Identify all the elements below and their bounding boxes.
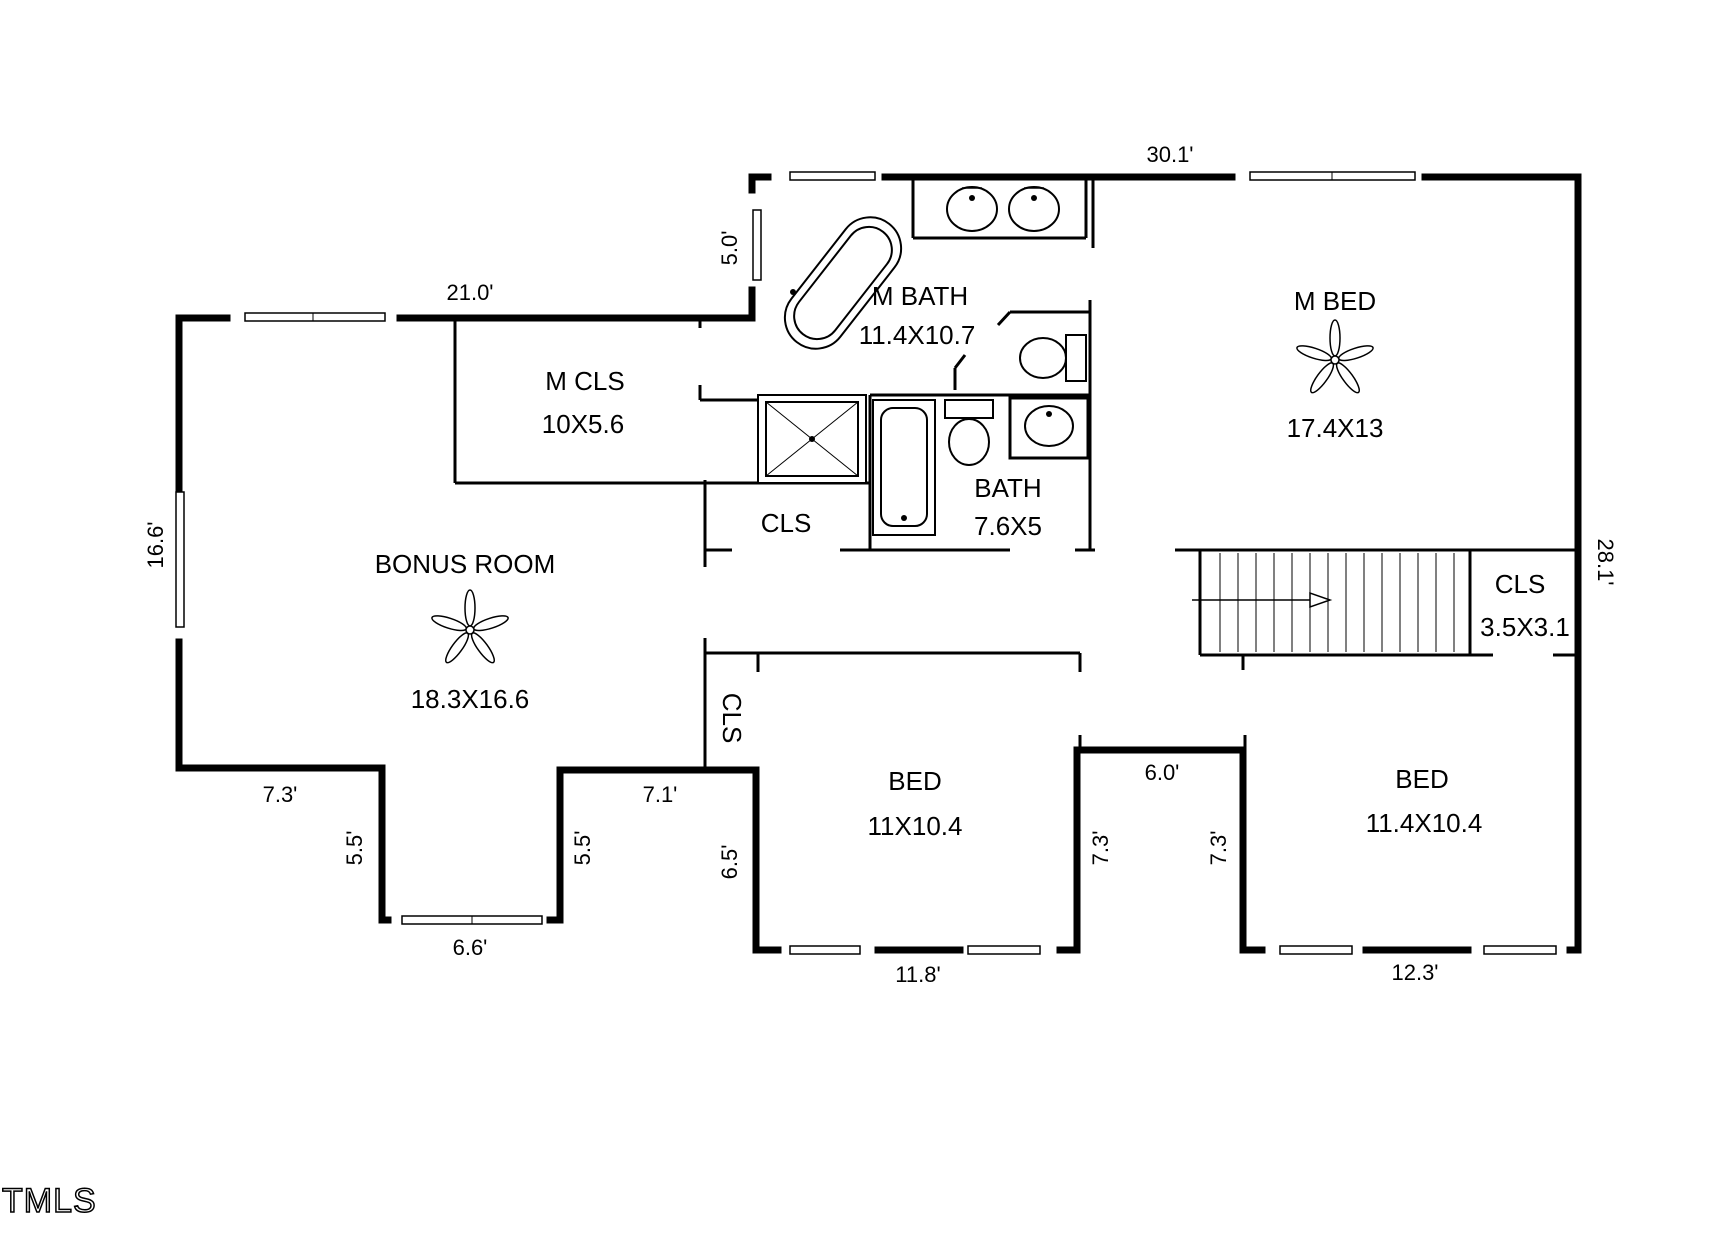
fan-blade <box>464 589 476 627</box>
dim-bath-wall: 5.0' <box>717 231 742 266</box>
toilet-master <box>1019 334 1087 382</box>
fan-blade <box>1329 319 1341 357</box>
room-name-bonus: BONUS ROOM <box>375 549 556 579</box>
fan-blade <box>472 615 509 632</box>
room-size-cls-stair: 3.5X3.1 <box>1480 612 1570 642</box>
fan-blade <box>470 632 496 664</box>
fan-blade <box>444 632 470 664</box>
dim-bonus-bottom-left: 7.3' <box>263 782 298 807</box>
fan-blade <box>1335 362 1361 394</box>
room-name-cls-stair: CLS <box>1495 569 1546 599</box>
exterior-walls <box>175 173 1582 954</box>
fan-blade <box>1337 345 1374 362</box>
double-vanity <box>946 186 1060 232</box>
room-name-bed-right: BED <box>1395 764 1448 794</box>
dim-bed-right-bottom: 12.3' <box>1391 960 1438 985</box>
shower <box>757 394 867 484</box>
dim-top-left: 21.0' <box>446 280 493 305</box>
fan-blade <box>1309 362 1335 394</box>
room-size-m-bath: 11.4X10.7 <box>859 320 976 350</box>
dim-bonus-notch-right: 5.5' <box>570 831 595 866</box>
fan-blade <box>431 615 468 632</box>
dim-bonus-bottom-mid: 7.1' <box>643 782 678 807</box>
fan-hub <box>1330 355 1340 365</box>
room-name-m-cls: M CLS <box>545 366 624 396</box>
toilet-hall <box>944 399 994 466</box>
dim-left-wall: 16.6' <box>143 521 168 568</box>
dim-bed-left-wall: 6.5' <box>717 845 742 880</box>
room-name-bath: BATH <box>974 473 1041 503</box>
dim-bed-left-bottom: 11.8' <box>895 962 940 987</box>
room-size-bath: 7.6X5 <box>974 511 1042 541</box>
dim-bonus-bottom: 6.6' <box>453 935 488 960</box>
dim-notch-right: 7.3' <box>1206 831 1231 866</box>
fan-hub <box>465 625 475 635</box>
sink-hall <box>1024 405 1074 447</box>
room-name-m-bed: M BED <box>1294 286 1376 316</box>
room-name-cls-vertical: CLS <box>717 693 747 744</box>
windows <box>175 171 1557 955</box>
room-size-bonus: 18.3X16.6 <box>411 684 530 714</box>
bathtub-hall <box>872 399 936 536</box>
stair-treads <box>1219 553 1455 652</box>
room-size-bed-right: 11.4X10.4 <box>1366 808 1483 838</box>
stair-arrow <box>1192 591 1333 609</box>
room-labels: BONUS ROOM 18.3X16.6 M CLS 10X5.6 M BATH… <box>375 281 1570 841</box>
dim-notch-left: 7.3' <box>1088 831 1113 866</box>
tmls-logo: TMLS <box>2 1182 97 1220</box>
room-size-m-cls: 10X5.6 <box>542 409 624 439</box>
room-name-m-bath: M BATH <box>872 281 968 311</box>
room-size-bed-left: 11X10.4 <box>868 811 963 841</box>
room-name-bed-left: BED <box>888 766 941 796</box>
room-size-m-bed: 17.4X13 <box>1287 413 1384 443</box>
dim-bonus-notch-left: 5.5' <box>342 831 367 866</box>
bathtub-freestanding <box>783 216 903 350</box>
dim-right-wall: 28.1' <box>1593 538 1618 585</box>
ceiling-fan-icon <box>431 589 509 664</box>
dimension-labels: 30.1' 21.0' 5.0' 16.6' 28.1' 7.3' 7.1' 5… <box>143 142 1618 987</box>
ceiling-fan-icon <box>1296 319 1374 394</box>
dim-notch-top: 6.0' <box>1145 760 1180 785</box>
dim-top-right: 30.1' <box>1146 142 1193 167</box>
room-name-cls-hall: CLS <box>761 508 812 538</box>
fan-blade <box>1296 345 1333 362</box>
